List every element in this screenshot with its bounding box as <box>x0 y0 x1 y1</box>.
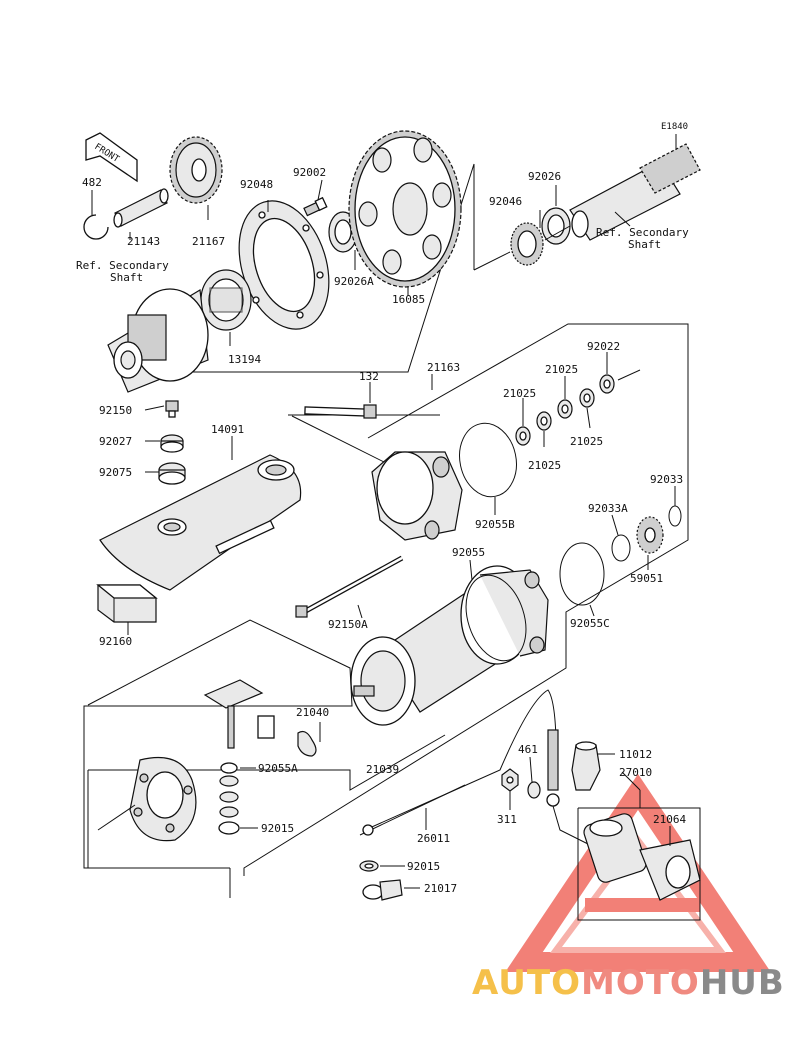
washer-92026 <box>541 207 571 245</box>
starter-clutch-housing <box>107 288 209 393</box>
front-arrow: FRONT <box>85 132 138 183</box>
circlip-92033 <box>668 505 682 527</box>
o-ring-92055B <box>459 422 517 498</box>
cover-14091 <box>99 454 302 591</box>
gear-59051 <box>636 516 664 554</box>
label-59051: 59051 <box>630 572 663 585</box>
label-21167: 21167 <box>192 235 225 248</box>
label-92033A: 92033A <box>588 502 628 515</box>
label-92055: 92055 <box>452 546 485 559</box>
washer-92015 <box>359 860 379 872</box>
label-92048: 92048 <box>240 178 273 191</box>
bolt-92002 <box>303 196 328 217</box>
starter-motor <box>350 565 549 726</box>
starter-cable <box>546 729 591 846</box>
label-92075: 92075 <box>99 466 132 479</box>
ref-right-line2: Shaft <box>628 238 661 251</box>
ref-left-line2: Shaft <box>110 271 143 284</box>
watermark-auto: AUTO <box>472 963 581 1003</box>
gear-21167 <box>169 136 223 204</box>
washers-21025 <box>515 388 595 446</box>
label-21040: 21040 <box>296 706 329 719</box>
label-14091: 14091 <box>211 423 244 436</box>
ref-left-line1: Ref. Secondary <box>76 259 169 272</box>
one-way-clutch-13194 <box>200 269 252 331</box>
label-92015-a: 92015 <box>261 822 294 835</box>
bolt-92150A <box>295 555 404 618</box>
needle-bearing-92046 <box>510 222 544 266</box>
end-cover-21163 <box>371 451 463 541</box>
label-92046: 92046 <box>489 195 522 208</box>
label-92150A: 92150A <box>328 618 368 631</box>
label-21163: 21163 <box>427 361 460 374</box>
label-21025-b: 21025 <box>545 363 578 376</box>
washer-stack <box>218 762 240 835</box>
label-21025-d: 21025 <box>528 459 561 472</box>
brush-21040 <box>203 679 317 757</box>
label-11012: 11012 <box>619 748 652 761</box>
label-21143: 21143 <box>127 235 160 248</box>
label-27010: 27010 <box>619 766 652 779</box>
washer-461 <box>527 781 541 799</box>
watermark-hub: HUB <box>700 963 785 1003</box>
label-21039: 21039 <box>366 763 399 776</box>
label-92160: 92160 <box>99 635 132 648</box>
label-21017: 21017 <box>424 882 457 895</box>
grommet-92027 <box>160 434 184 453</box>
pin-21143 <box>113 188 169 228</box>
frame-solenoid <box>577 807 701 921</box>
watermark-text: AUTOMOTOHUB <box>472 963 785 1003</box>
label-21025-c: 21025 <box>570 435 603 448</box>
label-92015-b: 92015 <box>407 860 440 873</box>
label-92055A: 92055A <box>258 762 298 775</box>
cable-26011 <box>359 689 557 836</box>
label-92055C: 92055C <box>570 617 610 630</box>
frame-brush-group <box>88 734 446 791</box>
solenoid-21064 <box>583 813 701 901</box>
ref-right-line1: Ref. Secondary <box>596 226 689 239</box>
washer-92022 <box>599 374 615 394</box>
label-16085: 16085 <box>392 293 425 306</box>
o-ring-92055C <box>559 542 605 606</box>
cap-11012 <box>571 741 601 791</box>
label-92026A: 92026A <box>334 275 374 288</box>
label-21064: 21064 <box>653 813 686 826</box>
label-13194: 13194 <box>228 353 261 366</box>
automotohub-logo <box>505 774 771 972</box>
label-92022: 92022 <box>587 340 620 353</box>
bolt-132 <box>304 404 377 419</box>
frame-motor-group <box>243 323 689 876</box>
diagram-code: E1840 <box>661 122 688 132</box>
frame-brush-outer <box>83 619 353 869</box>
pad-92160 <box>96 584 158 623</box>
bolt-92150 <box>165 400 179 418</box>
label-92026: 92026 <box>528 170 561 183</box>
plate-92048 <box>238 200 330 330</box>
secondary-shaft <box>569 143 701 241</box>
circlip-482 <box>83 214 109 240</box>
label-311: 311 <box>497 813 517 826</box>
terminal-21017 <box>362 879 403 901</box>
label-26011: 26011 <box>417 832 450 845</box>
label-92002: 92002 <box>293 166 326 179</box>
label-92027: 92027 <box>99 435 132 448</box>
label-92150: 92150 <box>99 404 132 417</box>
circlip-92033A <box>611 534 631 562</box>
svg-text:AUTOMOTOHUB: AUTOMOTOHUB <box>472 963 785 1003</box>
label-461: 461 <box>518 743 538 756</box>
o-ring-92055 <box>465 574 527 662</box>
grommet-92075 <box>158 462 186 485</box>
label-132: 132 <box>359 370 379 383</box>
label-92033: 92033 <box>650 473 683 486</box>
label-482: 482 <box>82 176 102 189</box>
nut-311 <box>501 768 519 792</box>
watermark-moto: MOTO <box>581 963 700 1003</box>
label-92055B: 92055B <box>475 518 515 531</box>
label-21025-a: 21025 <box>503 387 536 400</box>
gear-16085 <box>348 130 462 288</box>
brush-plate-21039 <box>129 756 197 842</box>
